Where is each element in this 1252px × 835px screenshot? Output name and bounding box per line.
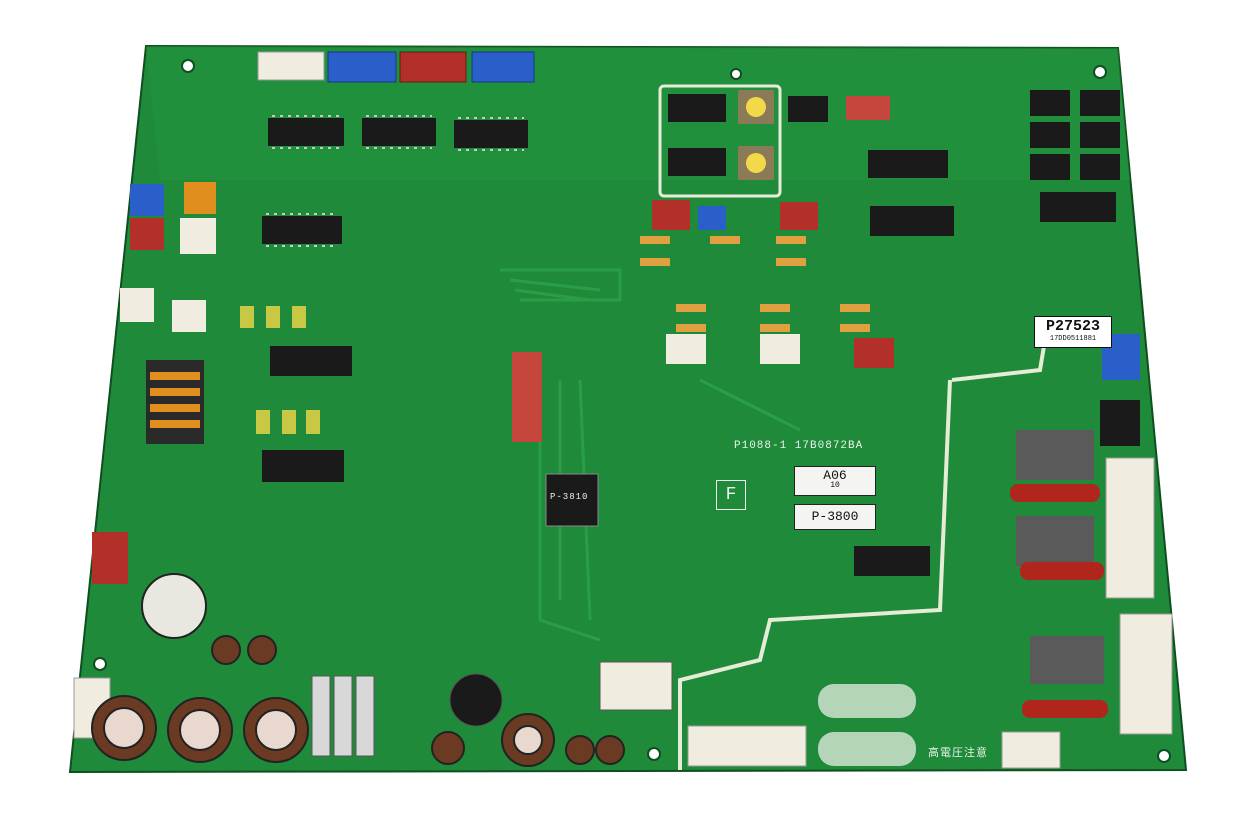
connector-white-bottom — [687, 725, 807, 767]
capacitors — [91, 573, 625, 767]
heatsink — [311, 675, 375, 757]
label-sticker-a-text: A06 — [823, 468, 847, 483]
switch-panel-frame — [658, 84, 782, 198]
part-number-sticker: P27523 17DD0511881 — [1034, 316, 1112, 348]
hv-boundary — [678, 379, 952, 770]
label-sticker-a-subtext: 10 — [830, 481, 840, 490]
film-capacitors — [240, 306, 320, 434]
relays — [1016, 430, 1104, 684]
fuse-2 — [818, 732, 916, 766]
hv-boundary-inner — [951, 339, 1047, 382]
connector-blue-top-1 — [327, 51, 397, 83]
silkscreen-letter-box: F — [716, 480, 746, 510]
transformer — [146, 360, 204, 444]
label-sticker-b: P-3800 — [794, 504, 876, 530]
red-dip-switch — [846, 96, 890, 120]
part-number-text: P27523 — [1045, 318, 1100, 335]
fuse-1 — [818, 684, 916, 718]
connector-white-right-2 — [1119, 613, 1173, 735]
rotary-switches — [738, 90, 774, 180]
ic-chips — [262, 118, 1116, 576]
power-module — [599, 661, 673, 711]
connector-red-top — [399, 51, 467, 83]
varistors — [1010, 484, 1108, 718]
resistors — [640, 236, 870, 332]
mcu-marking: P-3810 — [550, 492, 589, 502]
dip-switches — [668, 90, 1120, 236]
main-mcu — [545, 473, 599, 527]
label-sticker-a: A06 10 — [794, 466, 876, 496]
connector-white-top — [257, 51, 325, 81]
small-connectors — [92, 182, 1140, 584]
connector-white-right-1 — [1105, 457, 1155, 599]
connector-blue-top-2 — [471, 51, 535, 83]
connector-white-bottom-2 — [1001, 731, 1061, 769]
ic-pins — [266, 115, 524, 247]
hv-warning-silkscreen: 高電圧注意 — [928, 746, 988, 759]
board-code-silkscreen: P1088-1 17B0872BA — [734, 440, 864, 452]
mounting-holes — [93, 59, 1171, 763]
inductor — [449, 673, 503, 727]
part-number-subtext: 17DD0511881 — [1049, 335, 1097, 343]
